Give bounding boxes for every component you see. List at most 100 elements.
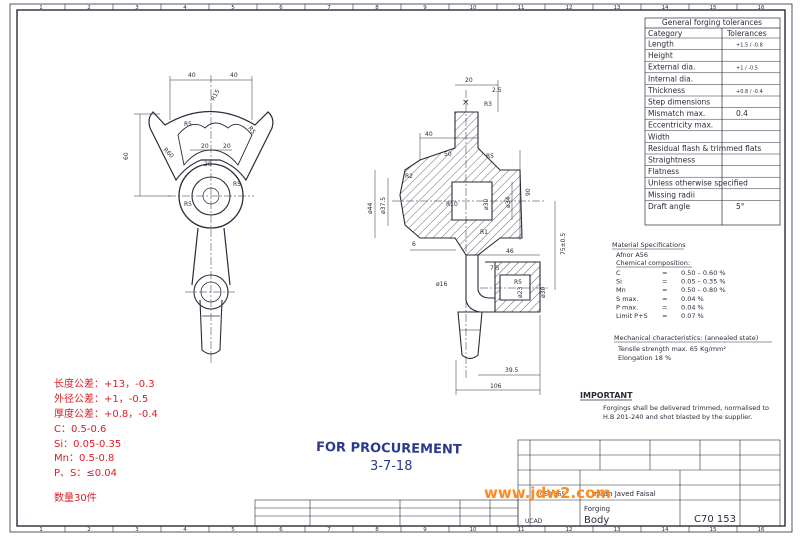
company-name: UCAD xyxy=(525,518,543,525)
stamp-text: FOR PROCUREMENT xyxy=(316,440,462,458)
tolerance-category: Internal dia. xyxy=(648,74,693,83)
grid-label-bottom: 16 xyxy=(758,527,765,533)
grid-label-bottom: 6 xyxy=(279,527,283,533)
grid-label-top: 9 xyxy=(423,5,427,11)
grid-label-bottom: 12 xyxy=(566,527,573,533)
grid-label-top: 15 xyxy=(710,5,717,11)
important-title: IMPORTANT xyxy=(580,391,633,400)
important-note: IMPORTANT Forgings shall be delivered tr… xyxy=(580,391,769,421)
mechanical-characteristics: Mechanical characteristics: (annealed st… xyxy=(614,334,772,362)
grid-label-top: 14 xyxy=(662,5,669,11)
note-od-tolerance: 外径公差：+1，-0.5 xyxy=(54,392,148,405)
dim-dia-16: ø16 xyxy=(436,281,447,288)
grid-label-bottom: 5 xyxy=(231,527,235,533)
dim-46: 46 xyxy=(506,248,514,255)
dim-40-left: 40 xyxy=(188,72,196,79)
tolerance-category: Straightness xyxy=(648,156,695,165)
note-carbon: C：0.5-0.6 xyxy=(54,424,106,435)
tolerance-category: Width xyxy=(648,132,670,141)
grid-label-bottom: 9 xyxy=(423,527,427,533)
stamp-date: 3-7-18 xyxy=(370,459,412,474)
dim-dia-44: ø44 xyxy=(367,203,374,214)
dim-r2: R2 xyxy=(405,173,413,180)
title-block xyxy=(254,439,781,527)
grid-label-top: 16 xyxy=(758,5,765,11)
material-grade: Afnor A56 xyxy=(616,251,648,259)
dim-106: 106 xyxy=(490,383,502,390)
grid-label-top: 13 xyxy=(614,5,621,11)
tolerance-category: Unless otherwise specified xyxy=(648,179,748,188)
material-element: Limit P+S xyxy=(616,312,648,320)
material-range: 0.04 % xyxy=(681,303,704,311)
material-range: 0.50 – 0.80 % xyxy=(681,286,726,294)
dim-75: 75±0.5 xyxy=(560,233,567,255)
handwritten-notes: 长度公差：+13，-0.3 外径公差：+1，-0.5 厚度公差：+0.8，-0.… xyxy=(54,377,158,504)
dim-20-top: 20 xyxy=(465,77,473,84)
grid-label-top: 2 xyxy=(87,5,91,11)
tolerance-category: Length xyxy=(648,40,674,49)
grid-label-bottom: 1 xyxy=(39,527,43,533)
tolerance-category: Residual flash & trimmed flats xyxy=(648,144,761,153)
dim-20-a: 20 xyxy=(201,143,209,150)
material-element: Si xyxy=(616,278,622,286)
material-equals: = xyxy=(662,303,667,311)
part-name: Body xyxy=(584,515,609,526)
material-code: C50 365 xyxy=(540,491,565,498)
important-line-1: Forgings shall be delivered trimmed, nor… xyxy=(603,404,769,412)
tolerance-category: Mismatch max. xyxy=(648,109,705,118)
material-range: 0.05 – 0.35 % xyxy=(681,278,726,286)
dim-dia-30: ø30 xyxy=(483,199,490,210)
dim-r5-d: R5 xyxy=(184,201,192,208)
grid-label-bottom: 3 xyxy=(135,527,139,533)
grid-label-bottom: 15 xyxy=(710,527,717,533)
section-view-dimension-text: 20 2.5 40 50 R3 R5 R10 R2 R1 R5 ø44 ø37.… xyxy=(367,77,567,390)
tolerance-value: +1.5 / -0.8 xyxy=(736,43,763,49)
title-block-text: C50 365 Imran Javed Faisal Forging Body … xyxy=(525,490,736,526)
grid-label-bottom: 13 xyxy=(614,527,621,533)
note-thickness-tolerance: 厚度公差：+0.8，-0.4 xyxy=(54,407,158,420)
material-rows: C=0.50 – 0.60 %Si=0.05 – 0.35 %Mn=0.50 –… xyxy=(616,269,726,320)
drawing-number: C70 153 xyxy=(694,514,736,525)
grid-label-bottom: 14 xyxy=(662,527,669,533)
tolerance-header-value: Tolerances xyxy=(726,29,767,38)
tolerance-value: +0.8 / -0.4 xyxy=(736,89,763,95)
dim-dia-34: ø34 xyxy=(505,197,512,208)
section-view xyxy=(399,111,541,360)
important-line-2: H.B 201-240 and shot blasted by the supp… xyxy=(603,413,752,421)
mechanical-elongation: Elongation 18 % xyxy=(618,354,671,362)
tolerance-value: 5° xyxy=(736,202,745,211)
material-title: Material Specifications xyxy=(612,241,686,249)
material-equals: = xyxy=(662,278,667,286)
dim-60: 60 xyxy=(123,152,130,160)
grid-label-top: 1 xyxy=(39,5,43,11)
dim-40-right: 40 xyxy=(230,72,238,79)
note-quantity: 数量30件 xyxy=(54,491,97,504)
dim-2-5: 2.5 xyxy=(492,87,502,94)
watermark: www.jdw2.com xyxy=(484,484,611,502)
dim-50: 50 xyxy=(444,151,452,158)
dim-39-5: 39.5 xyxy=(505,367,519,374)
grid-label-bottom: 11 xyxy=(518,527,525,533)
note-silicon: Si：0.05-0.35 xyxy=(54,439,121,450)
top-view-dimension-lines xyxy=(134,76,253,197)
dim-r5-a: R5 xyxy=(246,125,256,136)
material-equals: = xyxy=(662,312,667,320)
material-element: C xyxy=(616,269,621,277)
tolerance-category: Draft angle xyxy=(648,202,690,211)
dim-20-b: 20 xyxy=(223,143,231,150)
dim-r15: R15 xyxy=(210,88,222,102)
tolerance-category: External dia. xyxy=(648,63,695,72)
mechanical-title: Mechanical characteristics: (annealed st… xyxy=(614,334,758,342)
grid-label-top: 4 xyxy=(183,5,187,11)
material-specifications: Material Specifications Afnor A56 Chemic… xyxy=(612,241,726,320)
tolerance-table xyxy=(644,17,781,226)
dim-r5-b: R5 xyxy=(514,279,522,286)
dim-40: 40 xyxy=(425,131,433,138)
dim-7-5: 7.5 xyxy=(490,265,500,272)
material-range: 0.07 % xyxy=(681,312,704,320)
grid-label-top: 6 xyxy=(279,5,283,11)
